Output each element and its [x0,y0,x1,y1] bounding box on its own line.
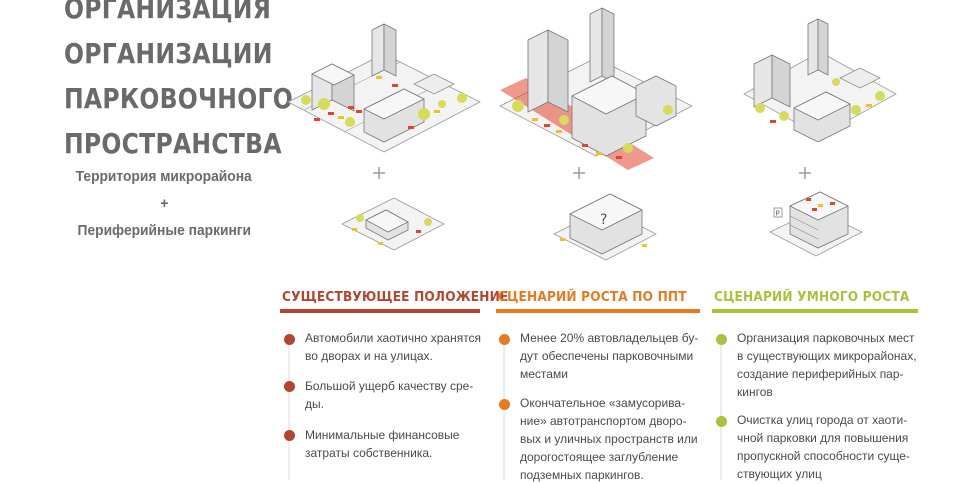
timeline-line [720,336,722,480]
plus-icon [573,167,585,179]
smart-item-2: Очистка улиц города от хаоти- чной парко… [737,413,910,481]
parking-sign-icon: P [776,210,780,218]
existing-district-illustration [287,23,481,153]
subtitle-plus: + [159,195,169,212]
title-line-cut: ОРГАНИЗАЦИЯ [64,0,272,25]
rule-ppt [496,309,700,313]
ppt-item-2: Окончательное «замусорива- ние» автотран… [520,396,698,482]
existing-parking-illustration [341,197,445,251]
title-line-1: ОРГАНИЗАЦИИ [64,37,273,70]
subtitle-territory: Территория микрорайона [75,168,253,185]
ppt-item-1: Менее 20% автовладельцев бу- дут обеспеч… [520,331,699,381]
existing-item-3: Минимальные финансовые затраты собственн… [305,428,460,460]
smart-parking-garage-illustration: P [769,191,863,257]
existing-item-2: Большой ущерб качеству сре- ды. [305,379,474,411]
subtitle-parkings: Периферийные паркинги [77,222,251,239]
existing-item-1: Автомобили хаотично хранятся во дворах и… [305,331,482,363]
plus-icon [799,167,811,179]
rule-existing [280,309,480,313]
ppt-growth-illustration [499,7,693,170]
bullet-marker [716,334,727,345]
bullet-marker [284,430,295,441]
smart-item-1: Организация парковочных мест в существую… [737,331,917,399]
heading-existing: СУЩЕСТВУЮЩЕЕ ПОЛОЖЕНИЕ [282,289,509,305]
timeline-line [288,336,290,480]
rule-smart [712,309,918,313]
heading-ppt: СЦЕНАРИЙ РОСТА ПО ППТ [498,289,687,305]
bullet-marker [284,334,295,345]
page-title: ОРГАНИЗАЦИЯ ОРГАНИЗАЦИИ ПАРКОВОЧНОГО ПРО… [64,0,293,166]
title-line-2: ПАРКОВОЧНОГО [64,82,293,115]
question-mark-icon: ? [600,212,607,228]
bullet-marker [284,381,295,392]
plus-icon [373,167,385,179]
bullet-marker [716,416,727,427]
ppt-unknown-building-illustration: ? [553,193,657,261]
bullet-marker [499,399,510,410]
heading-smart: СЦЕНАРИЙ УМНОГО РОСТА [714,289,910,305]
title-line-3: ПРОСТРАНСТВА [64,127,282,160]
smart-growth-illustration [743,18,897,142]
bullet-marker [499,334,510,345]
